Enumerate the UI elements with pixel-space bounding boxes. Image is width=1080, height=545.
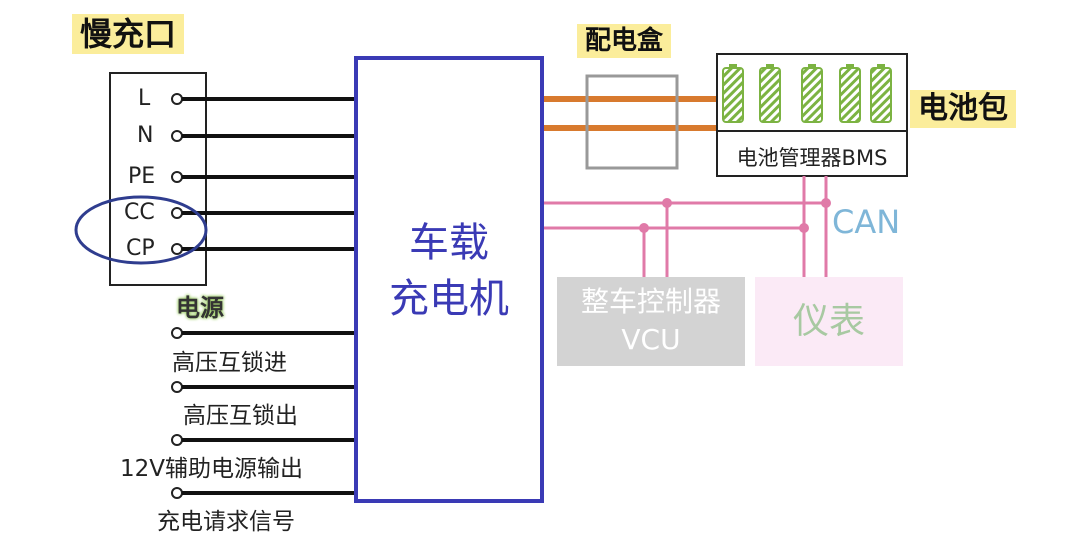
- pin-pe-terminal: [171, 171, 183, 183]
- can-bus: [544, 176, 831, 277]
- port-wires: [171, 93, 356, 255]
- aux12v-terminal: [171, 487, 183, 499]
- pin-l-label: L: [138, 86, 151, 111]
- pin-pe-label: PE: [128, 164, 156, 189]
- obc-label: 车载 充电机: [356, 215, 542, 327]
- battery-cells: [722, 64, 892, 123]
- battery-cell-icon: [870, 64, 892, 123]
- battery-cell-icon: [839, 64, 861, 123]
- vcu-label-line1: 整车控制器: [580, 285, 721, 318]
- meter-box: 仪表: [755, 277, 903, 366]
- pin-cc-terminal: [171, 207, 183, 219]
- pin-l-terminal: [171, 93, 183, 105]
- obc-label-line2: 充电机: [389, 276, 509, 322]
- battery-pack-label: 电池包: [910, 90, 1016, 128]
- pin-cp-terminal: [171, 243, 183, 255]
- distribution-box: [585, 74, 679, 170]
- pin-n-terminal: [171, 130, 183, 142]
- vcu-label-line2: VCU: [621, 323, 681, 356]
- can-junction: [662, 198, 672, 208]
- can-junction: [799, 223, 809, 233]
- battery-cell-icon: [722, 64, 744, 123]
- charge-request-label: 充电请求信号: [157, 509, 295, 535]
- pin-cc-label: CC: [124, 200, 155, 225]
- vcu-box: 整车控制器 VCU: [557, 277, 745, 366]
- aux12v-label: 12V辅助电源输出: [120, 456, 304, 482]
- battery-cell-icon: [801, 64, 823, 123]
- battery-cell-icon: [759, 64, 781, 123]
- can-junction: [821, 198, 831, 208]
- distribution-box-label: 配电盒: [577, 24, 672, 58]
- signal-wires: [171, 327, 356, 499]
- slow-port-label: 慢充口: [72, 14, 185, 54]
- pin-n-label: N: [137, 123, 154, 148]
- cc-cp-highlight-ellipse: [74, 195, 208, 265]
- interlock-out-label: 高压互锁出: [183, 403, 298, 429]
- obc-box: [354, 56, 544, 503]
- interlock-in-label: 高压互锁进: [172, 350, 287, 376]
- can-label: CAN: [832, 203, 901, 241]
- pin-cp-label: CP: [126, 236, 155, 261]
- interlock-in-terminal: [171, 381, 183, 393]
- can-junction: [639, 223, 649, 233]
- power-label: 电源: [176, 294, 224, 322]
- interlock-out-terminal: [171, 434, 183, 446]
- obc-label-line1: 车载: [409, 220, 489, 266]
- power-terminal: [171, 327, 183, 339]
- bms-label: 电池管理器BMS: [736, 146, 888, 170]
